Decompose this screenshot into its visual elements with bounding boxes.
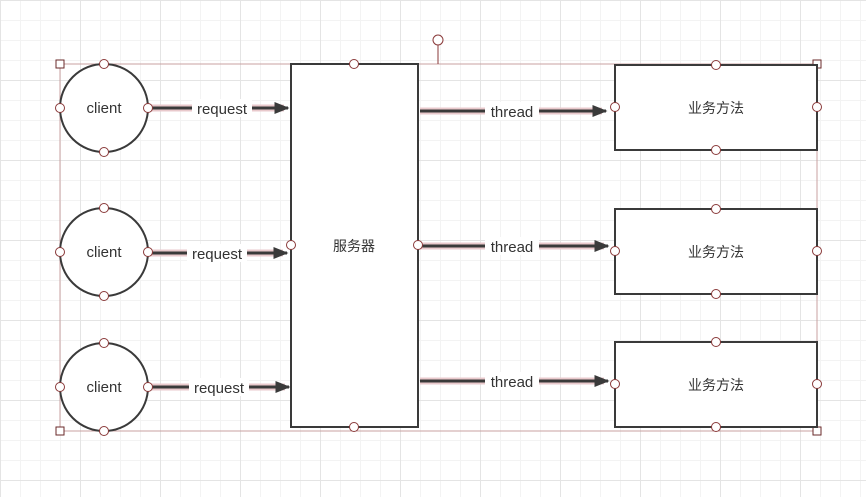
connection-point[interactable] bbox=[711, 204, 721, 214]
thread-edge-1[interactable]: thread bbox=[420, 102, 608, 121]
thread-edge-3[interactable]: thread bbox=[420, 372, 610, 391]
connection-point[interactable] bbox=[812, 102, 822, 112]
method-label: 业务方法 bbox=[688, 378, 744, 394]
client-label: client bbox=[86, 100, 122, 117]
request-label: request bbox=[194, 380, 245, 397]
client-label: client bbox=[86, 244, 122, 261]
connection-point[interactable] bbox=[711, 422, 721, 432]
thread-label: thread bbox=[491, 239, 534, 256]
connection-point[interactable] bbox=[610, 379, 620, 389]
resize-handle-bottom-right[interactable] bbox=[812, 426, 822, 436]
request-edge-1[interactable]: request bbox=[150, 99, 290, 118]
connection-point[interactable] bbox=[413, 240, 423, 250]
resize-handle-top-left[interactable] bbox=[55, 59, 65, 69]
connection-point[interactable] bbox=[55, 382, 65, 392]
connection-point[interactable] bbox=[55, 103, 65, 113]
connection-point[interactable] bbox=[711, 289, 721, 299]
connection-point[interactable] bbox=[349, 59, 359, 69]
connection-point[interactable] bbox=[143, 382, 153, 392]
connection-point[interactable] bbox=[143, 103, 153, 113]
client-node-2[interactable]: client bbox=[55, 203, 153, 301]
connection-point[interactable] bbox=[99, 291, 109, 301]
method-label: 业务方法 bbox=[688, 101, 744, 117]
connection-point[interactable] bbox=[99, 147, 109, 157]
connection-point[interactable] bbox=[812, 246, 822, 256]
connection-point[interactable] bbox=[99, 426, 109, 436]
resize-handle-bottom-left[interactable] bbox=[55, 426, 65, 436]
method-node-1[interactable]: 业务方法 bbox=[610, 60, 822, 155]
method-label: 业务方法 bbox=[688, 245, 744, 261]
request-edge-2[interactable]: request bbox=[150, 244, 289, 263]
request-label: request bbox=[197, 101, 248, 118]
thread-edge-2[interactable]: thread bbox=[420, 237, 610, 256]
server-node[interactable]: 服务器 bbox=[286, 59, 423, 432]
connection-point[interactable] bbox=[55, 247, 65, 257]
connection-point[interactable] bbox=[610, 246, 620, 256]
method-node-2[interactable]: 业务方法 bbox=[610, 204, 822, 299]
connection-point[interactable] bbox=[610, 102, 620, 112]
connection-point[interactable] bbox=[812, 379, 822, 389]
connection-point[interactable] bbox=[143, 247, 153, 257]
connection-point[interactable] bbox=[349, 422, 359, 432]
connection-point[interactable] bbox=[99, 338, 109, 348]
connection-point[interactable] bbox=[99, 203, 109, 213]
client-node-3[interactable]: client bbox=[55, 338, 153, 436]
thread-label: thread bbox=[491, 374, 534, 391]
request-label: request bbox=[192, 246, 243, 263]
connection-point[interactable] bbox=[711, 337, 721, 347]
connection-point[interactable] bbox=[711, 60, 721, 70]
request-edge-3[interactable]: request bbox=[150, 378, 291, 397]
method-node-3[interactable]: 业务方法 bbox=[610, 337, 822, 432]
connection-point[interactable] bbox=[286, 240, 296, 250]
connection-point[interactable] bbox=[99, 59, 109, 69]
connection-point[interactable] bbox=[711, 145, 721, 155]
rotate-handle[interactable] bbox=[432, 34, 444, 46]
client-label: client bbox=[86, 379, 122, 396]
thread-label: thread bbox=[491, 104, 534, 121]
client-node-1[interactable]: client bbox=[55, 59, 153, 157]
server-label: 服务器 bbox=[333, 239, 375, 255]
